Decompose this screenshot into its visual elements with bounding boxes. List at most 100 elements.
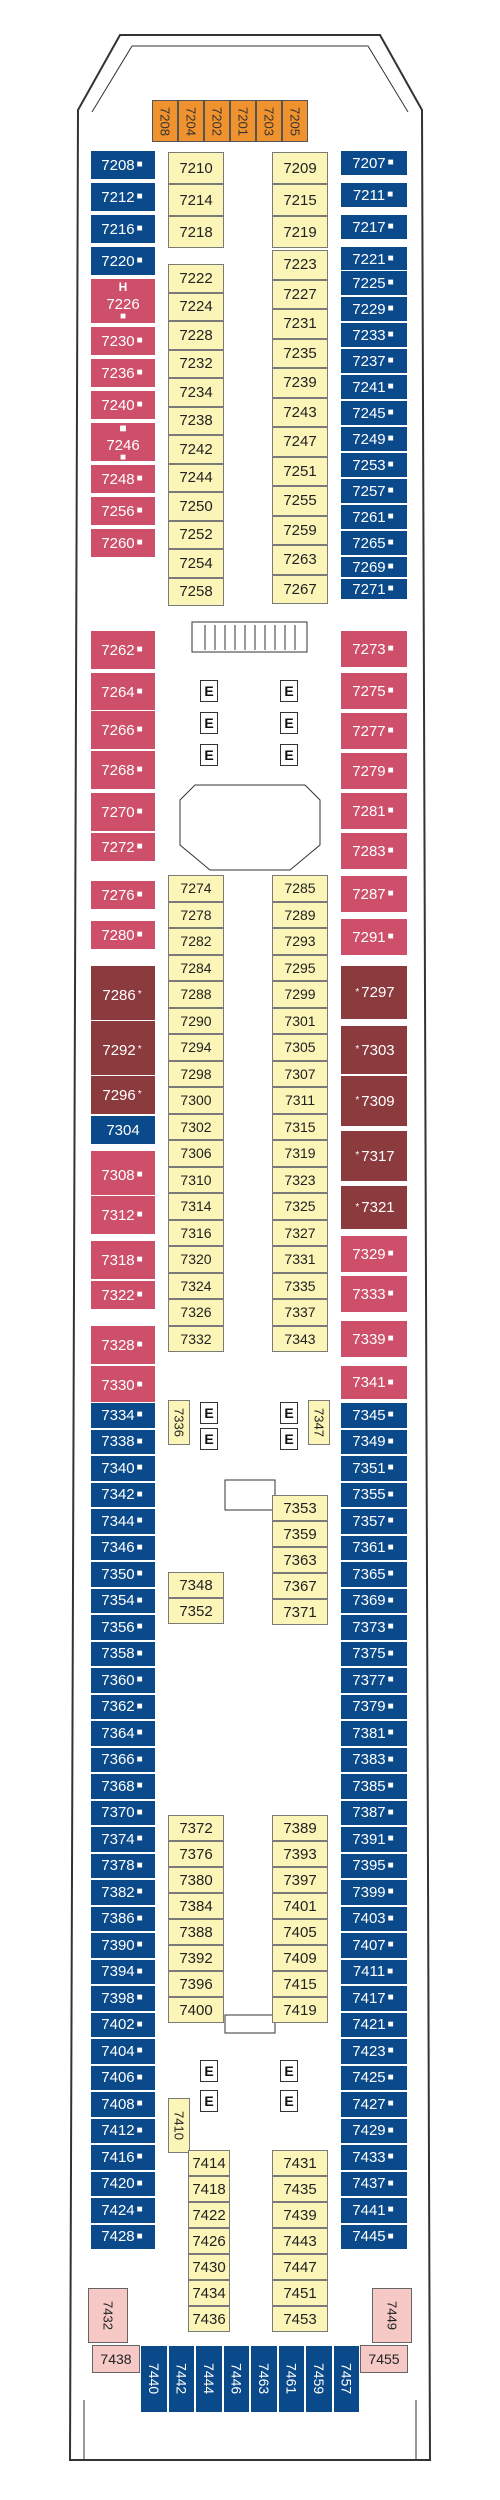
cabin-7239[interactable]: 7239 xyxy=(272,368,328,398)
cabin-7236[interactable]: 7236■ xyxy=(90,358,156,388)
cabin-7419[interactable]: 7419 xyxy=(272,1997,328,2023)
cabin-7446[interactable]: 7446 xyxy=(222,2345,250,2413)
cabin-7421[interactable]: 7421■ xyxy=(340,2011,408,2038)
cabin-7326[interactable]: 7326 xyxy=(168,1299,224,1326)
cabin-7442[interactable]: 7442 xyxy=(167,2345,195,2413)
cabin-7377[interactable]: 7377■ xyxy=(340,1667,408,1694)
cabin-7248[interactable]: 7248■ xyxy=(90,464,156,494)
cabin-7230[interactable]: 7230■ xyxy=(90,326,156,356)
cabin-7243[interactable]: 7243 xyxy=(272,397,328,427)
cabin-7256[interactable]: 7256■ xyxy=(90,496,156,526)
cabin-7253[interactable]: 7253■ xyxy=(340,452,408,478)
cabin-7244[interactable]: 7244 xyxy=(168,463,224,492)
cabin-7351[interactable]: 7351■ xyxy=(340,1455,408,1482)
cabin-7273[interactable]: 7273■ xyxy=(340,630,408,668)
cabin-7367[interactable]: 7367 xyxy=(272,1573,328,1599)
cabin-7457[interactable]: 7457 xyxy=(332,2345,360,2413)
cabin-7396[interactable]: 7396 xyxy=(168,1971,224,1997)
cabin-7424[interactable]: 7424■ xyxy=(90,2197,156,2224)
cabin-7237[interactable]: 7237■ xyxy=(340,348,408,374)
cabin-7211[interactable]: 7211■ xyxy=(340,182,408,208)
cabin-7204[interactable]: 7204 xyxy=(178,100,204,142)
cabin-7394[interactable]: 7394■ xyxy=(90,1958,156,1985)
cabin-7378[interactable]: 7378■ xyxy=(90,1852,156,1879)
cabin-7238[interactable]: 7238 xyxy=(168,406,224,435)
cabin-7393[interactable]: 7393 xyxy=(272,1841,328,1867)
cabin-7286[interactable]: 7286* xyxy=(90,965,156,1025)
cabin-7324[interactable]: 7324 xyxy=(168,1272,224,1299)
cabin-7355[interactable]: 7355■ xyxy=(340,1481,408,1508)
cabin-7395[interactable]: 7395■ xyxy=(340,1852,408,1879)
cabin-7274[interactable]: 7274 xyxy=(168,875,224,902)
cabin-7246[interactable]: ■7246■ xyxy=(90,422,156,462)
cabin-7337[interactable]: 7337 xyxy=(272,1299,328,1326)
cabin-7270[interactable]: 7270■ xyxy=(90,792,156,832)
cabin-7234[interactable]: 7234 xyxy=(168,378,224,407)
cabin-7402[interactable]: 7402■ xyxy=(90,2011,156,2038)
cabin-7299[interactable]: 7299 xyxy=(272,981,328,1008)
cabin-7383[interactable]: 7383■ xyxy=(340,1746,408,1773)
cabin-7247[interactable]: 7247 xyxy=(272,427,328,457)
cabin-7260[interactable]: 7260■ xyxy=(90,528,156,558)
cabin-7376[interactable]: 7376 xyxy=(168,1841,224,1867)
cabin-7335[interactable]: 7335 xyxy=(272,1272,328,1299)
cabin-7461[interactable]: 7461 xyxy=(277,2345,305,2413)
cabin-7327[interactable]: 7327 xyxy=(272,1219,328,1246)
cabin-7310[interactable]: 7310 xyxy=(168,1166,224,1193)
cabin-7312[interactable]: 7312■ xyxy=(90,1195,156,1235)
cabin-7409[interactable]: 7409 xyxy=(272,1945,328,1971)
cabin-7285[interactable]: 7285 xyxy=(272,875,328,902)
cabin-7258[interactable]: 7258 xyxy=(168,577,224,606)
cabin-7388[interactable]: 7388 xyxy=(168,1919,224,1945)
cabin-7441[interactable]: 7441■ xyxy=(340,2197,408,2224)
cabin-7453[interactable]: 7453 xyxy=(272,2306,328,2332)
cabin-7400[interactable]: 7400 xyxy=(168,1997,224,2023)
cabin-7212[interactable]: 7212■ xyxy=(90,182,156,212)
cabin-7398[interactable]: 7398■ xyxy=(90,1985,156,2012)
cabin-7209[interactable]: 7209 xyxy=(272,152,328,184)
cabin-7385[interactable]: 7385■ xyxy=(340,1773,408,1800)
cabin-7291[interactable]: 7291■ xyxy=(340,918,408,956)
cabin-7304[interactable]: 7304 xyxy=(90,1115,156,1145)
cabin-7435[interactable]: 7435 xyxy=(272,2176,328,2202)
cabin-7219[interactable]: 7219 xyxy=(272,216,328,248)
cabin-7298[interactable]: 7298 xyxy=(168,1060,224,1087)
cabin-7251[interactable]: 7251 xyxy=(272,456,328,486)
cabin-7336[interactable]: 7336 xyxy=(168,1400,190,1445)
cabin-7263[interactable]: 7263 xyxy=(272,545,328,575)
cabin-7381[interactable]: 7381■ xyxy=(340,1720,408,1747)
cabin-7254[interactable]: 7254 xyxy=(168,549,224,578)
cabin-7352[interactable]: 7352 xyxy=(168,1598,224,1624)
cabin-7330[interactable]: 7330■ xyxy=(90,1365,156,1405)
cabin-7361[interactable]: 7361■ xyxy=(340,1534,408,1561)
cabin-7416[interactable]: 7416■ xyxy=(90,2144,156,2171)
cabin-7387[interactable]: 7387■ xyxy=(340,1799,408,1826)
cabin-7278[interactable]: 7278 xyxy=(168,901,224,928)
cabin-7290[interactable]: 7290 xyxy=(168,1007,224,1034)
cabin-7426[interactable]: 7426 xyxy=(188,2228,230,2254)
cabin-7372[interactable]: 7372 xyxy=(168,1815,224,1841)
cabin-7227[interactable]: 7227 xyxy=(272,279,328,309)
cabin-7356[interactable]: 7356■ xyxy=(90,1614,156,1641)
cabin-7340[interactable]: 7340■ xyxy=(90,1455,156,1482)
cabin-7348[interactable]: 7348 xyxy=(168,1572,224,1598)
cabin-7245[interactable]: 7245■ xyxy=(340,400,408,426)
cabin-7203[interactable]: 7203 xyxy=(256,100,282,142)
cabin-7268[interactable]: 7268■ xyxy=(90,750,156,790)
cabin-7296[interactable]: 7296* xyxy=(90,1075,156,1115)
cabin-7422[interactable]: 7422 xyxy=(188,2202,230,2228)
cabin-7323[interactable]: 7323 xyxy=(272,1166,328,1193)
cabin-7331[interactable]: 7331 xyxy=(272,1246,328,1273)
cabin-7375[interactable]: 7375■ xyxy=(340,1640,408,1667)
cabin-7259[interactable]: 7259 xyxy=(272,515,328,545)
cabin-7428[interactable]: 7428■ xyxy=(90,2223,156,2250)
cabin-7349[interactable]: 7349■ xyxy=(340,1428,408,1455)
cabin-7366[interactable]: 7366■ xyxy=(90,1746,156,1773)
cabin-7345[interactable]: 7345■ xyxy=(340,1402,408,1429)
cabin-7205[interactable]: 7205 xyxy=(282,100,308,142)
cabin-7359[interactable]: 7359 xyxy=(272,1521,328,1547)
cabin-7342[interactable]: 7342■ xyxy=(90,1481,156,1508)
cabin-7257[interactable]: 7257■ xyxy=(340,478,408,504)
cabin-7406[interactable]: 7406■ xyxy=(90,2064,156,2091)
